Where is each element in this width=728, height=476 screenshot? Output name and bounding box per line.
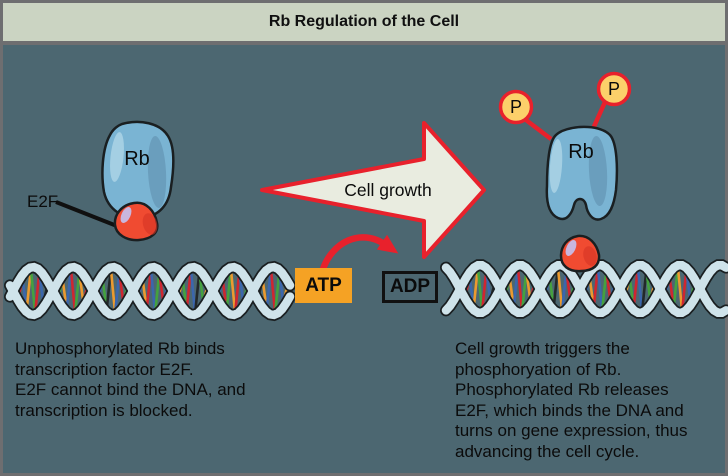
cell-growth-label: Cell growth (344, 180, 432, 200)
caption-phosphorylated: Cell growth triggers the phosphoryation … (455, 339, 688, 461)
phosphate-label-2: P (607, 78, 620, 99)
phosphate-circle-2 (596, 71, 632, 107)
rb-left-shade (147, 136, 167, 208)
phosphate-bond-2 (589, 101, 608, 132)
cell-growth-arrow (260, 121, 486, 259)
rb-right-shade (588, 136, 608, 206)
phosphate-label-1: P (509, 96, 522, 117)
rb-left-label: Rb (124, 148, 150, 170)
rb-left-highlight (110, 132, 124, 182)
e2f-right-shade (583, 246, 597, 266)
atp-box: ATP (295, 268, 352, 303)
phosphate-bond-1 (524, 118, 553, 141)
rb-right-label: Rb (568, 141, 594, 163)
adp-box: ADP (382, 271, 438, 303)
atp-adp-arrow (319, 234, 399, 273)
page-title: Rb Regulation of the Cell (268, 13, 460, 30)
dna-helix-right (440, 259, 728, 319)
title-bar: Rb Regulation of the Cell (3, 3, 725, 45)
rb-protein-right (545, 125, 619, 221)
e2f-protein-left (113, 201, 159, 242)
e2f-pointer-line (55, 200, 123, 230)
e2f-right-highlight (565, 240, 577, 256)
rb-right-highlight (549, 139, 563, 193)
e2f-protein-right (559, 234, 601, 273)
e2f-left-shade (142, 213, 158, 235)
caption-unphosphorylated: Unphosphorylated Rb binds transcription … (15, 339, 246, 420)
e2f-left-highlight (120, 207, 132, 223)
e2f-label: E2F (27, 192, 59, 211)
dna-helix-left (4, 260, 296, 322)
phosphate-circle-1 (498, 89, 534, 125)
